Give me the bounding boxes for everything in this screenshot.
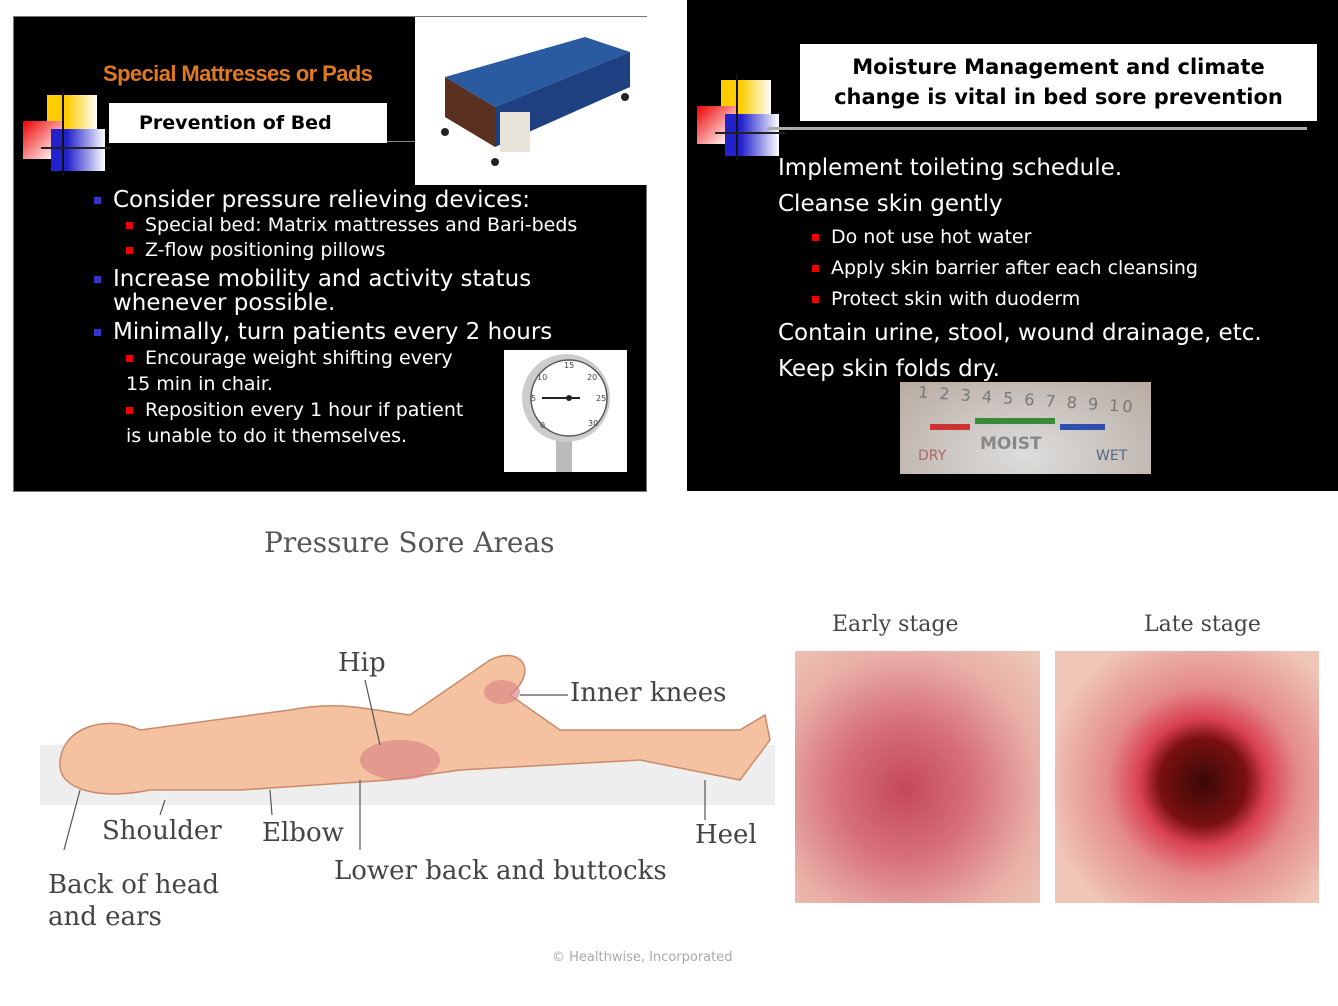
label-back-of-head: Back of head [48,870,220,900]
body-diagram [40,654,775,850]
label-shoulder: Shoulder [102,816,222,846]
meter-label-wet: WET [1096,448,1128,464]
tick-label: 0 [540,421,545,430]
tick-label: 25 [596,394,606,403]
meter-scale: 1 2 3 4 5 6 7 8 9 10 [917,382,1137,417]
bullet-list: Consider pressure relieving devices: Spe… [94,187,634,449]
bullet-item: Increase mobility and activity status wh… [94,267,634,315]
sub-bullet-item: Protect skin with duoderm [778,284,1262,315]
tick-label: 20 [587,373,597,382]
hip-sore-area [360,740,440,780]
late-stage-photo [1055,651,1319,903]
early-stage-label: Early stage [832,612,959,637]
label-lower-back: Lower back and buttocks [334,856,667,886]
slide-title: Moisture Management and climate change i… [800,44,1317,121]
divider-line [767,127,1307,130]
air-mattress-bed-icon [441,37,630,166]
tick-label: 30 [588,419,598,428]
label-inner-knees: Inner knees [570,678,727,708]
bed-image [415,17,648,185]
content-line: Keep skin folds dry. [778,356,1000,382]
content-line: Cleanse skin gently [778,191,1003,217]
label-hip: Hip [338,648,386,678]
label-ears: and ears [48,902,162,932]
label-heel: Heel [695,820,757,850]
divider-line [387,141,417,142]
timer-image: 15 20 25 30 0 5 10 [504,350,627,472]
patient-body [59,654,771,795]
content-line: Contain urine, stool, wound drainage, et… [778,320,1262,346]
diagram-title: Pressure Sore Areas [264,526,555,559]
label-elbow: Elbow [262,818,344,848]
moisture-meter-image: 1 2 3 4 5 6 7 8 9 10 MOIST DRY WET [900,382,1151,474]
sub-bullet-item: Apply skin barrier after each cleansing [778,253,1262,284]
knee-sore-area [484,680,520,704]
meter-label-moist: MOIST [980,434,1042,454]
meter-label-dry: DRY [918,448,947,464]
sub-bullet-item: Encourage weight shifting every 15 min i… [126,347,453,395]
slide-decoration [23,89,111,175]
clock-timer-icon: 15 20 25 30 0 5 10 [522,354,610,472]
slide-special-mattresses: Special Mattresses or Pads Prevention of… [13,16,648,492]
content-line: Implement toileting schedule. [778,155,1123,181]
slide-title: Special Mattresses or Pads [103,61,373,86]
early-stage-photo [795,651,1040,903]
slide-subtitle: Prevention of Bed sores [109,103,387,174]
tick-label: 10 [537,373,547,382]
bullet-item: Minimally, turn patients every 2 hours [94,319,634,345]
bullet-item: Consider pressure relieving devices: [94,187,634,213]
sub-bullet-item: Special bed: Matrix mattresses and Bari-… [94,213,634,238]
slide-moisture-management: Moisture Management and climate change i… [687,0,1338,491]
copyright: © Healthwise, Incorporated [552,950,733,965]
sub-bullet-item: Z-flow positioning pillows [94,238,634,263]
sub-bullet-item: Reposition every 1 hour if patient is un… [126,399,464,447]
tick-label: 15 [564,361,574,370]
slide-decoration [697,74,785,160]
tick-label: 5 [531,394,536,403]
late-stage-label: Late stage [1144,612,1261,637]
sub-bullet-item: Do not use hot water [778,222,1262,253]
content-list: Implement toileting schedule. Cleanse sk… [778,150,1262,387]
